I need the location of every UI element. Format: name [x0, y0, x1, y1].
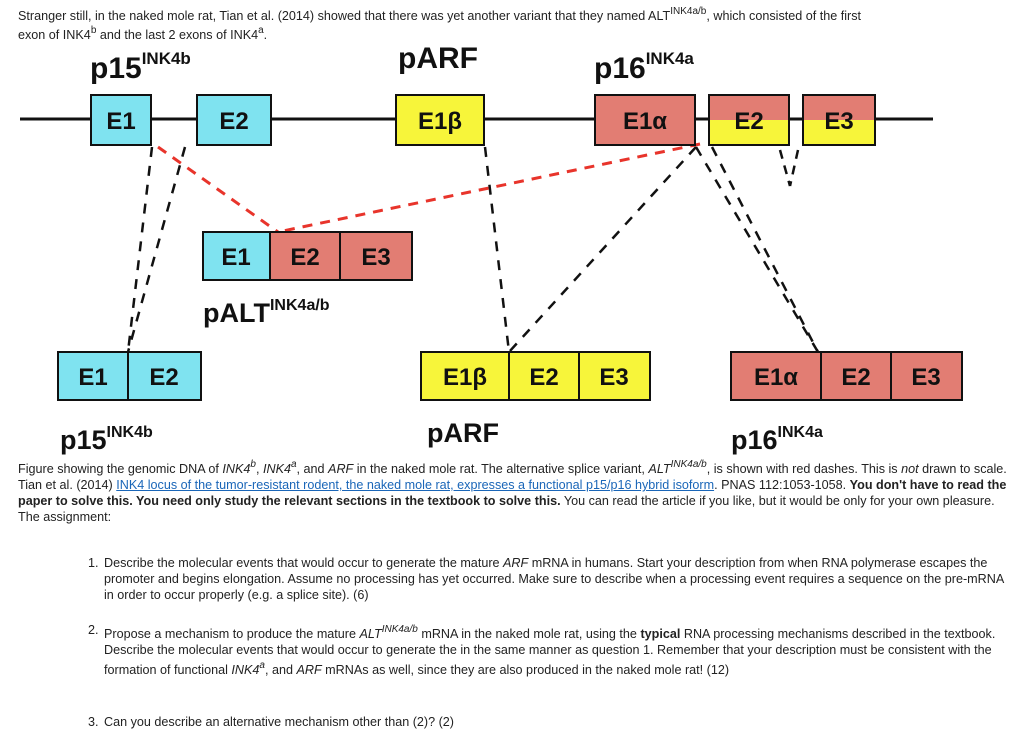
- label-shared-e2: E2: [734, 108, 763, 135]
- label-p16-e1a: E1α: [623, 108, 667, 135]
- alt-splice-lines: [157, 142, 701, 234]
- p16-mrna-label-e3: E3: [911, 364, 940, 391]
- arf-mrna-label-e1b: E1β: [443, 364, 487, 391]
- exon-p15-e1: [90, 94, 152, 146]
- splice-line-p16-e2: [710, 146, 820, 353]
- exon-shared-e3: [802, 94, 876, 146]
- p16-mrna: [730, 351, 963, 401]
- arf-mrna-e2: [508, 351, 580, 401]
- paper-link[interactable]: INK4 locus of the tumor-resistant rodent…: [116, 478, 715, 492]
- p16-mrna-label-e1a: E1α: [754, 364, 798, 391]
- mrna-label-parf: pARF: [427, 418, 499, 448]
- alt-exon-e2: [269, 231, 341, 281]
- genomic-exon-labels: E1 E2 E1β E1α E2 E3: [106, 108, 853, 135]
- question-3: 3. Can you describe an alternative mecha…: [88, 715, 455, 729]
- p15-mrna: [57, 351, 202, 401]
- gene-diagram: E1 E2 E1β E1α E2 E3 E1 E2 E3 E1 E2 E1β E…: [20, 94, 963, 401]
- splice-line-p15-e2: [126, 146, 187, 353]
- p15-mrna-label-e2: E2: [149, 364, 178, 391]
- exon-arf-e1b: [395, 94, 485, 146]
- p16-mrna-label-e2: E2: [841, 364, 870, 391]
- splice-lines: [126, 146, 820, 353]
- genomic-label-p15: p15INK4b: [90, 49, 191, 85]
- alt-gene-label: pALTINK4a/b: [203, 297, 330, 328]
- label-arf-e1b: E1β: [418, 108, 462, 135]
- p15-mrna-e1: [57, 351, 129, 401]
- mrna-label-p16: p16INK4a: [731, 424, 823, 455]
- figure-caption: Figure showing the genomic DNA of INK4b,…: [18, 459, 1007, 524]
- splice-junction-e2-e3: [778, 149, 800, 187]
- p15-mrna-e2: [127, 351, 202, 401]
- splice-line-p15-e1: [126, 146, 154, 353]
- p16-mrna-e3: [890, 351, 963, 401]
- alt-label-e2: E2: [290, 244, 319, 271]
- arf-mrna-label-e3: E3: [599, 364, 628, 391]
- label-p15-e1: E1: [106, 108, 135, 135]
- p16-mrna-e1a: [730, 351, 822, 401]
- alt-line-from-e1: [157, 145, 279, 234]
- splice-line-arf-e2: [508, 146, 697, 353]
- label-p15-e2: E2: [219, 108, 248, 135]
- alt-exon-e3: [339, 231, 413, 281]
- arf-mrna: [420, 351, 651, 401]
- mrna-label-p15: p15INK4b: [60, 424, 153, 455]
- intro-line-1: Stranger still, in the naked mole rat, T…: [18, 6, 862, 23]
- label-shared-e3: E3: [824, 108, 853, 135]
- p15-mrna-label-e1: E1: [78, 364, 107, 391]
- arf-mrna-label-e2: E2: [529, 364, 558, 391]
- genomic-exons: [90, 94, 876, 146]
- alt-mrna: [202, 231, 413, 281]
- exon-shared-e2: [708, 94, 790, 146]
- exon-p16-e1a: [594, 94, 696, 146]
- question-2: 2. Propose a mechanism to produce the ma…: [88, 623, 996, 677]
- arf-mrna-e1b: [420, 351, 510, 401]
- splice-line-p16-e1a: [694, 146, 820, 353]
- assignment-heading: The assignment:: [18, 510, 112, 524]
- genomic-label-p16: p16INK4a: [594, 49, 694, 85]
- alt-label-e3: E3: [361, 244, 390, 271]
- alt-exon-e1: [202, 231, 271, 281]
- splice-line-arf-e1b: [483, 146, 511, 353]
- arf-mrna-e3: [578, 351, 651, 401]
- exon-p15-e2: [196, 94, 272, 146]
- genomic-label-parf: pARF: [398, 42, 478, 75]
- alt-label-e1: E1: [221, 244, 250, 271]
- intro-line-2: exon of INK4b and the last 2 exons of IN…: [18, 25, 268, 42]
- question-1: 1. Describe the molecular events that wo…: [88, 556, 1004, 602]
